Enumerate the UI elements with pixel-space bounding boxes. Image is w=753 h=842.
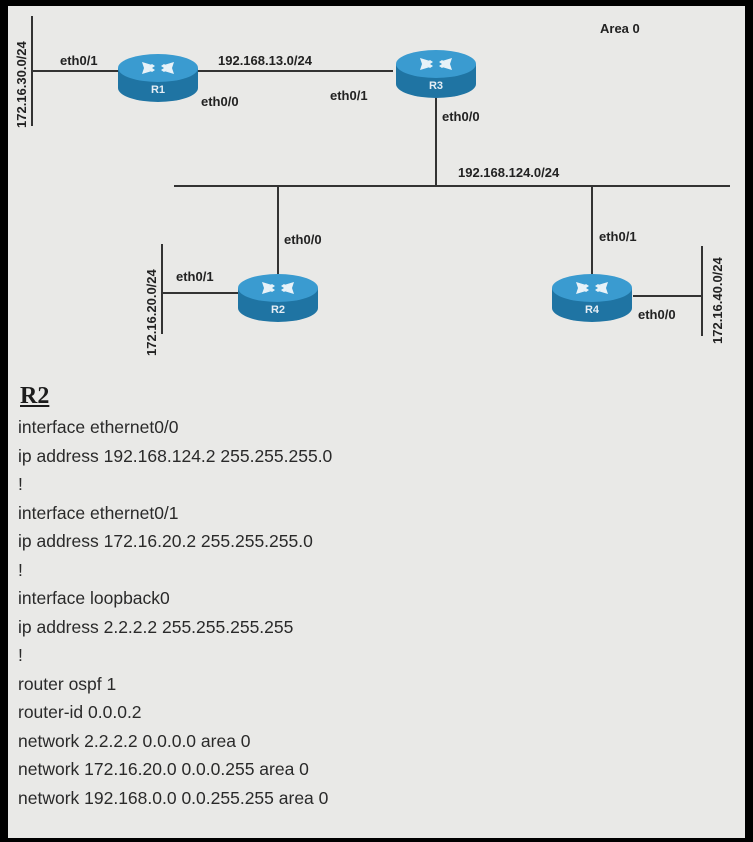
router-r3-icon: R3 (396, 50, 476, 98)
svg-text:R2: R2 (271, 304, 285, 316)
config-line: ip address 2.2.2.2 255.255.255.255 (18, 616, 294, 637)
r2-eth00-label: eth0/0 (284, 232, 322, 247)
r3-eth01-label: eth0/1 (330, 88, 368, 103)
r4-stub-network-label: 172.16.40.0/24 (710, 256, 725, 344)
config-line: router ospf 1 (18, 673, 117, 694)
router-r4-icon: R4 (552, 274, 632, 322)
r1-stub-network-label: 172.16.30.0/24 (14, 40, 29, 128)
shared-lan-network-label: 192.168.124.0/24 (458, 165, 560, 180)
config-line: interface ethernet0/1 (18, 502, 179, 523)
r4-eth01-label: eth0/1 (599, 229, 637, 244)
config-title: R2 (20, 383, 50, 409)
r1-r3-network-label: 192.168.13.0/24 (218, 53, 313, 68)
r2-eth01-label: eth0/1 (176, 269, 214, 284)
router-r1-icon: R1 (118, 54, 198, 102)
config-line: router-id 0.0.0.2 (18, 702, 142, 722)
r4-eth00-label: eth0/0 (638, 307, 676, 322)
svg-text:R4: R4 (585, 304, 600, 316)
config-line: network 2.2.2.2 0.0.0.0 area 0 (18, 730, 251, 751)
config-line: ip address 172.16.20.2 255.255.255.0 (18, 531, 313, 551)
config-line: interface loopback0 (18, 588, 170, 608)
config-line: ! (18, 474, 23, 494)
config-line: ! (18, 559, 23, 580)
svg-text:R3: R3 (429, 80, 443, 92)
r3-eth00-label: eth0/0 (442, 109, 480, 124)
config-line: network 192.168.0.0 0.0.255.255 area 0 (18, 787, 329, 808)
screenshot-frame: R1 R3 R2 R4 Area 0 192.168.13.0/24 192.1… (8, 6, 745, 838)
area-label: Area 0 (600, 21, 640, 36)
r2-config-block: R2 interface ethernet0/0 ip address 192.… (18, 381, 738, 812)
config-line: interface ethernet0/0 (18, 417, 179, 437)
config-line: network 172.16.20.0 0.0.0.255 area 0 (18, 759, 309, 779)
r1-eth00-label: eth0/0 (201, 94, 239, 109)
router-r2-icon: R2 (238, 274, 318, 322)
config-line: ip address 192.168.124.2 255.255.255.0 (18, 445, 333, 466)
svg-text:R1: R1 (151, 84, 165, 96)
network-topology-diagram: R1 R3 R2 R4 Area 0 192.168.13.0/24 192.1… (14, 16, 730, 356)
r1-eth01-label: eth0/1 (60, 53, 98, 68)
config-line: ! (18, 645, 23, 665)
r2-stub-network-label: 172.16.20.0/24 (144, 268, 159, 356)
